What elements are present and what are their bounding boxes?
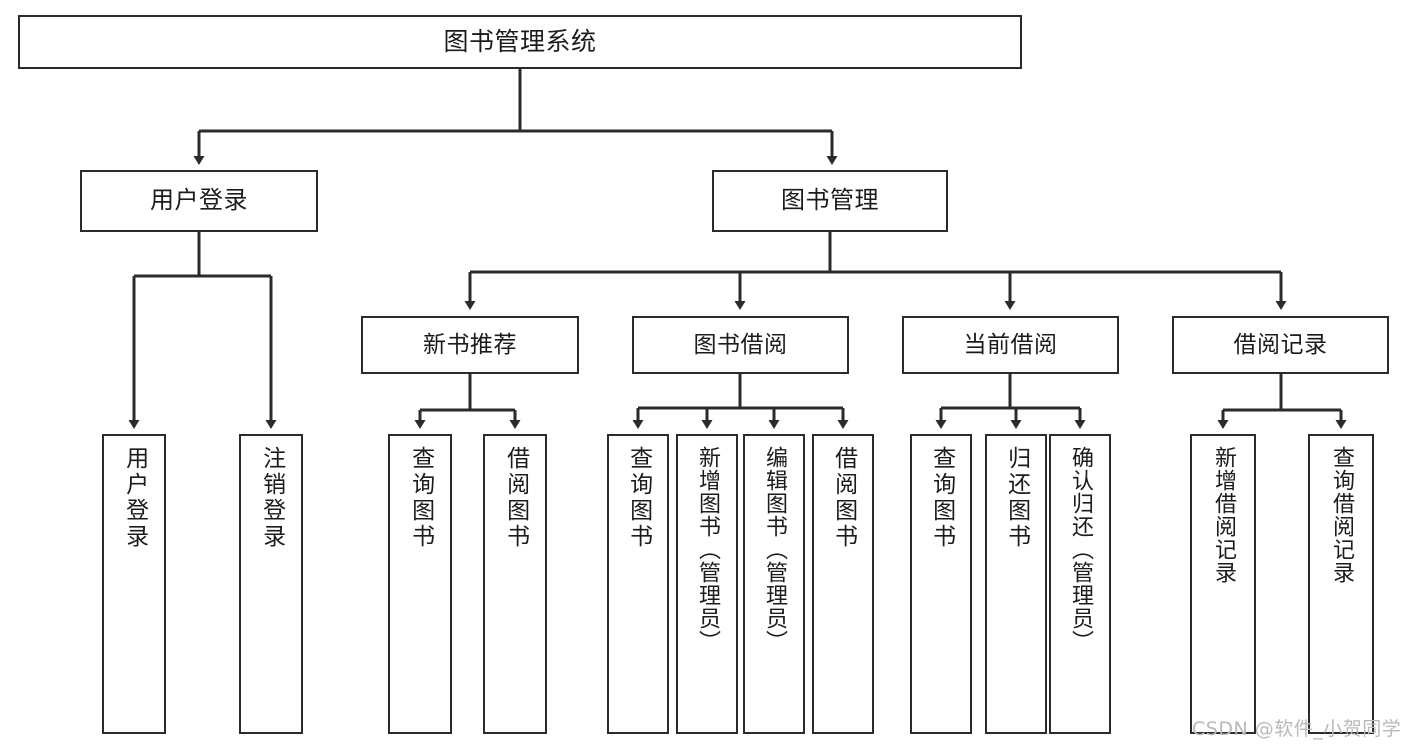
node-new-book-recommend[interactable]: 新书推荐: [361, 316, 579, 374]
leaf-query-book-recommend-label: 查询图书: [407, 446, 434, 550]
leaf-add-book-admin-label: 新增图书（管理员）: [694, 446, 720, 653]
leaf-user-login-label: 用户登录: [121, 446, 148, 550]
node-new-book-recommend-label: 新书推荐: [423, 331, 517, 358]
leaf-edit-book-admin[interactable]: 编辑图书（管理员）: [743, 434, 805, 734]
node-user-login-label: 用户登录: [150, 186, 248, 215]
leaf-borrow-book[interactable]: 借阅图书: [812, 434, 874, 734]
leaf-query-book-recommend[interactable]: 查询图书: [388, 434, 452, 734]
csdn-watermark: CSDN @软件_小贺同学: [1192, 718, 1402, 740]
leaf-logout-label: 注销登录: [258, 446, 285, 550]
leaf-borrow-book-recommend[interactable]: 借阅图书: [483, 434, 547, 734]
leaf-query-borrow-record-label: 查询借阅记录: [1328, 446, 1354, 584]
node-book-borrow-label: 图书借阅: [693, 331, 788, 358]
leaf-return-book[interactable]: 归还图书: [985, 434, 1047, 734]
node-book-management-label: 图书管理: [781, 186, 879, 215]
leaf-query-book-borrow[interactable]: 查询图书: [607, 434, 669, 734]
leaf-query-borrow-record[interactable]: 查询借阅记录: [1308, 434, 1374, 734]
leaf-query-book-current[interactable]: 查询图书: [910, 434, 972, 734]
leaf-user-login[interactable]: 用户登录: [102, 434, 166, 734]
node-borrow-record[interactable]: 借阅记录: [1172, 316, 1389, 374]
node-root[interactable]: 图书管理系统: [18, 15, 1022, 69]
node-borrow-record-label: 借阅记录: [1233, 331, 1328, 358]
node-current-borrow[interactable]: 当前借阅: [902, 316, 1119, 374]
node-user-login[interactable]: 用户登录: [80, 170, 318, 232]
leaf-confirm-return-admin[interactable]: 确认归还（管理员）: [1049, 434, 1111, 734]
leaf-query-book-borrow-label: 查询图书: [625, 446, 652, 550]
leaf-add-borrow-record-label: 新增借阅记录: [1210, 446, 1236, 584]
node-book-management[interactable]: 图书管理: [712, 170, 948, 232]
leaf-query-book-current-label: 查询图书: [928, 446, 955, 550]
leaf-borrow-book-recommend-label: 借阅图书: [502, 446, 529, 550]
leaf-confirm-return-admin-label: 确认归还（管理员）: [1067, 446, 1093, 653]
node-root-label: 图书管理系统: [443, 26, 597, 56]
leaf-borrow-book-label: 借阅图书: [830, 446, 857, 550]
node-book-borrow[interactable]: 图书借阅: [632, 316, 849, 374]
node-current-borrow-label: 当前借阅: [963, 331, 1058, 358]
leaf-add-borrow-record[interactable]: 新增借阅记录: [1190, 434, 1256, 734]
leaf-return-book-label: 归还图书: [1003, 446, 1030, 550]
leaf-logout[interactable]: 注销登录: [239, 434, 303, 734]
leaf-add-book-admin[interactable]: 新增图书（管理员）: [676, 434, 738, 734]
leaf-edit-book-admin-label: 编辑图书（管理员）: [761, 446, 787, 653]
